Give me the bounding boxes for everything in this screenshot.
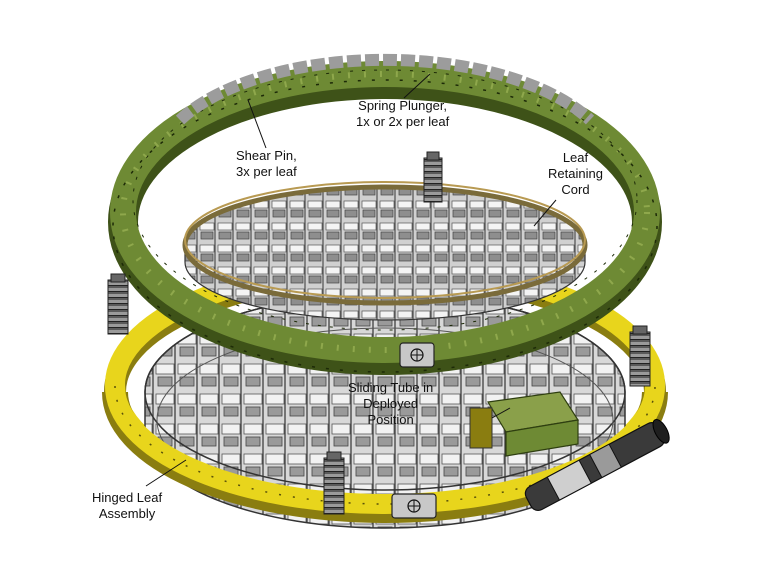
callout-shear-pin-line2: 3x per leaf: [236, 164, 297, 179]
callout-sliding-tube-line1: Sliding Tube in: [348, 380, 434, 395]
callout-hinged-leaf: Hinged Leaf Assembly: [92, 490, 162, 522]
callout-hinged-leaf-line1: Hinged Leaf: [92, 490, 163, 505]
callout-leaf-retaining-cord-line3: Cord: [561, 182, 590, 197]
bracket-front: [391, 493, 437, 519]
spring-plunger-right: [629, 325, 651, 387]
leader-lines: [145, 73, 557, 487]
callout-spring-plunger-line1: Spring Plunger,: [358, 98, 448, 113]
callout-hinged-leaf-line2: Assembly: [98, 506, 156, 521]
bracket-center: [399, 342, 435, 368]
callout-leaf-retaining-cord: Leaf Retaining Cord: [548, 150, 603, 198]
leader-shear-pin: [247, 99, 267, 149]
callout-sliding-tube-line2: Deployed: [363, 396, 419, 411]
sliding-tube-assembly: [469, 391, 670, 512]
leader-spring-plunger: [403, 73, 431, 99]
callout-shear-pin-line1: Shear Pin,: [236, 148, 297, 163]
callout-leaf-retaining-cord-line1: Leaf: [562, 150, 589, 165]
callout-sliding-tube-line3: Position: [367, 412, 414, 427]
callout-sliding-tube: Sliding Tube in Deployed Position: [348, 380, 433, 428]
leader-sliding-tube: [491, 407, 511, 419]
leader-leaf-retaining-cord: [533, 199, 557, 227]
spring-plunger-left: [107, 273, 129, 335]
callout-leaf-retaining-cord-line2: Retaining: [548, 166, 603, 181]
leader-hinged-leaf: [145, 459, 187, 487]
callout-spring-plunger: Spring Plunger, 1x or 2x per leaf: [356, 98, 449, 130]
upper-ring: [108, 53, 662, 375]
callout-spring-plunger-line2: 1x or 2x per leaf: [356, 114, 450, 129]
middle-leaf-ring: [182, 181, 588, 321]
spring-plunger-top: [423, 151, 443, 203]
callout-shear-pin: Shear Pin, 3x per leaf: [236, 148, 297, 180]
spring-plunger-front: [323, 451, 345, 515]
